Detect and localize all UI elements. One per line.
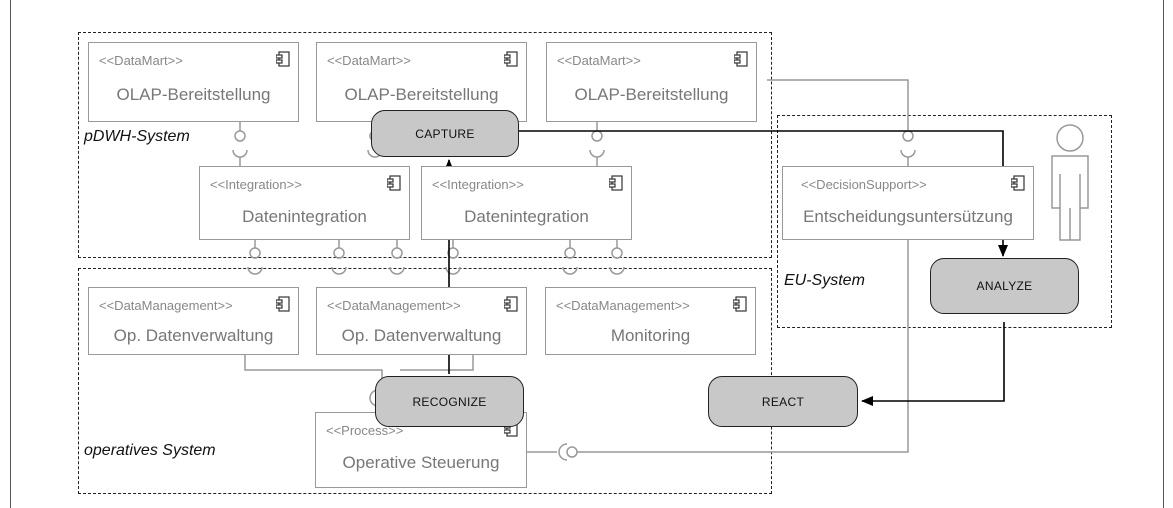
- component-name: OLAP-Bereitstellung: [116, 85, 271, 104]
- component-stereotype: <<Process>>: [326, 423, 404, 438]
- component-stereotype: <<DecisionSupport>>: [801, 177, 927, 192]
- action-recognize: RECOGNIZE: [375, 376, 524, 427]
- component-name: Entscheidungsuntersützung: [803, 207, 1013, 226]
- component-name: Operative Steuerung: [342, 453, 500, 472]
- component-datamanagement-2: <<DataManagement>> Op. Datenverwaltung: [316, 287, 527, 355]
- group-eu-system: [777, 115, 1112, 328]
- component-icon: [386, 175, 401, 191]
- component-icon: [732, 296, 747, 312]
- group-label-operatives: operatives System: [84, 442, 216, 459]
- component-stereotype: <<DataMart>>: [327, 53, 411, 68]
- component-datamanagement-1: <<DataManagement>> Op. Datenverwaltung: [88, 287, 299, 355]
- component-name: Op. Datenverwaltung: [341, 326, 502, 345]
- component-integration-2: <<Integration>> Datenintegration: [421, 166, 632, 240]
- component-stereotype: <<DataMart>>: [557, 53, 641, 68]
- action-capture: CAPTURE: [371, 110, 519, 157]
- group-label-pdwh: pDWH-System: [84, 128, 190, 145]
- component-stereotype: <<DataMart>>: [99, 53, 183, 68]
- component-name: Op. Datenverwaltung: [113, 326, 274, 345]
- component-name: Datenintegration: [242, 207, 367, 226]
- action-analyze: ANALYZE: [930, 258, 1079, 314]
- component-stereotype: <<DataManagement>>: [327, 298, 461, 313]
- component-stereotype: <<Integration>>: [210, 177, 302, 192]
- component-name: OLAP-Bereitstellung: [344, 85, 499, 104]
- component-name: Datenintegration: [464, 207, 589, 226]
- page-border-right: [1163, 0, 1164, 508]
- component-olap-1: <<DataMart>> OLAP-Bereitstellung: [88, 42, 299, 122]
- action-react: REACT: [708, 376, 858, 427]
- component-icon: [275, 296, 290, 312]
- group-pdwh-system: [78, 32, 772, 258]
- component-icon: [733, 51, 748, 67]
- group-label-eu: EU-System: [784, 272, 865, 289]
- component-name: OLAP-Bereitstellung: [574, 85, 729, 104]
- actor-icon: [1051, 124, 1089, 241]
- component-icon: [503, 296, 518, 312]
- component-stereotype: <<DataManagement>>: [99, 298, 233, 313]
- component-integration-1: <<Integration>> Datenintegration: [199, 166, 410, 240]
- component-stereotype: <<Integration>>: [432, 177, 524, 192]
- page-border-left: [10, 0, 11, 508]
- component-icon: [1010, 175, 1025, 191]
- component-icon: [608, 175, 623, 191]
- component-monitoring: <<DataManagement>> Monitoring: [545, 287, 756, 355]
- component-icon: [275, 51, 290, 67]
- component-decision-support: <<DecisionSupport>> Entscheidungsuntersü…: [782, 166, 1034, 240]
- component-name: Monitoring: [610, 326, 691, 345]
- component-icon: [503, 51, 518, 67]
- component-stereotype: <<DataManagement>>: [556, 298, 690, 313]
- component-olap-3: <<DataMart>> OLAP-Bereitstellung: [546, 42, 757, 122]
